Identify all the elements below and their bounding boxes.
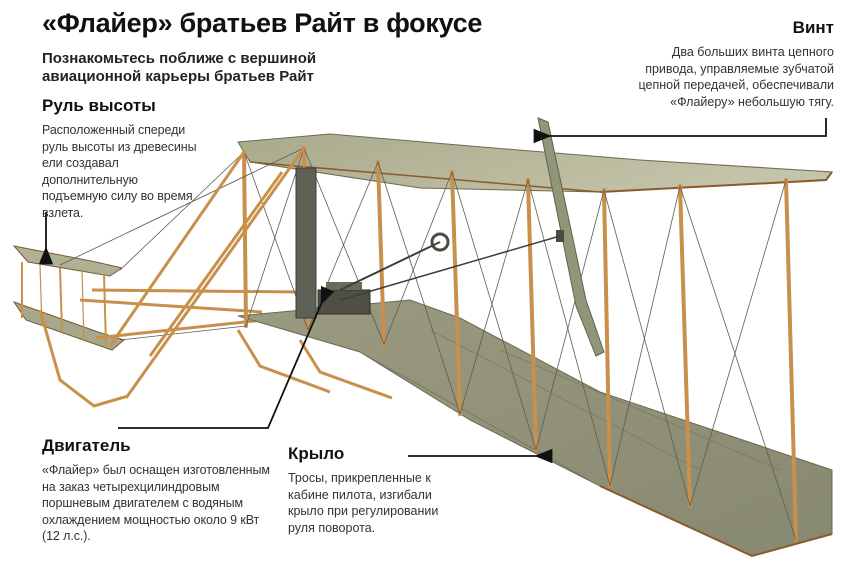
page-title: «Флайер» братьев Райт в фокусе [42,8,483,38]
elevator-struts [108,147,306,399]
engine [295,167,561,319]
callout-propeller: Винт Два больших винта цепного привода, … [634,18,834,110]
page-subtitle: Познакомьтесь поближе с вершиной авиацио… [42,50,317,85]
callout-engine-text: «Флайер» был оснащен изготовленным на за… [42,463,270,543]
engine-pointer [118,285,335,429]
callout-wing-heading: Крыло [288,444,345,463]
callout-wing: Крыло Тросы, прикрепленные к кабине пило… [288,444,468,536]
skids [236,329,393,400]
elevator-outriggers [38,288,301,408]
callout-elevator-heading: Руль высоты [42,96,156,115]
callout-propeller-heading: Винт [792,18,834,37]
propeller [537,117,605,357]
callout-wing-text: Тросы, прикрепленные к кабине пилота, из… [288,471,439,535]
callout-engine: Двигатель «Флайер» был оснащен изготовле… [42,436,274,545]
callout-propeller-text: Два больших винта цепного привода, управ… [638,45,834,109]
callout-pointers [38,118,827,464]
callout-elevator-text: Расположенный спереди руль высоты из дре… [42,123,197,220]
propeller-pointer [533,118,827,144]
callout-engine-heading: Двигатель [42,436,131,455]
bracing-wires [59,147,797,541]
front-elevator [12,245,126,351]
callout-elevator: Руль высоты Расположенный спереди руль в… [42,96,202,221]
upper-wing [237,133,833,193]
